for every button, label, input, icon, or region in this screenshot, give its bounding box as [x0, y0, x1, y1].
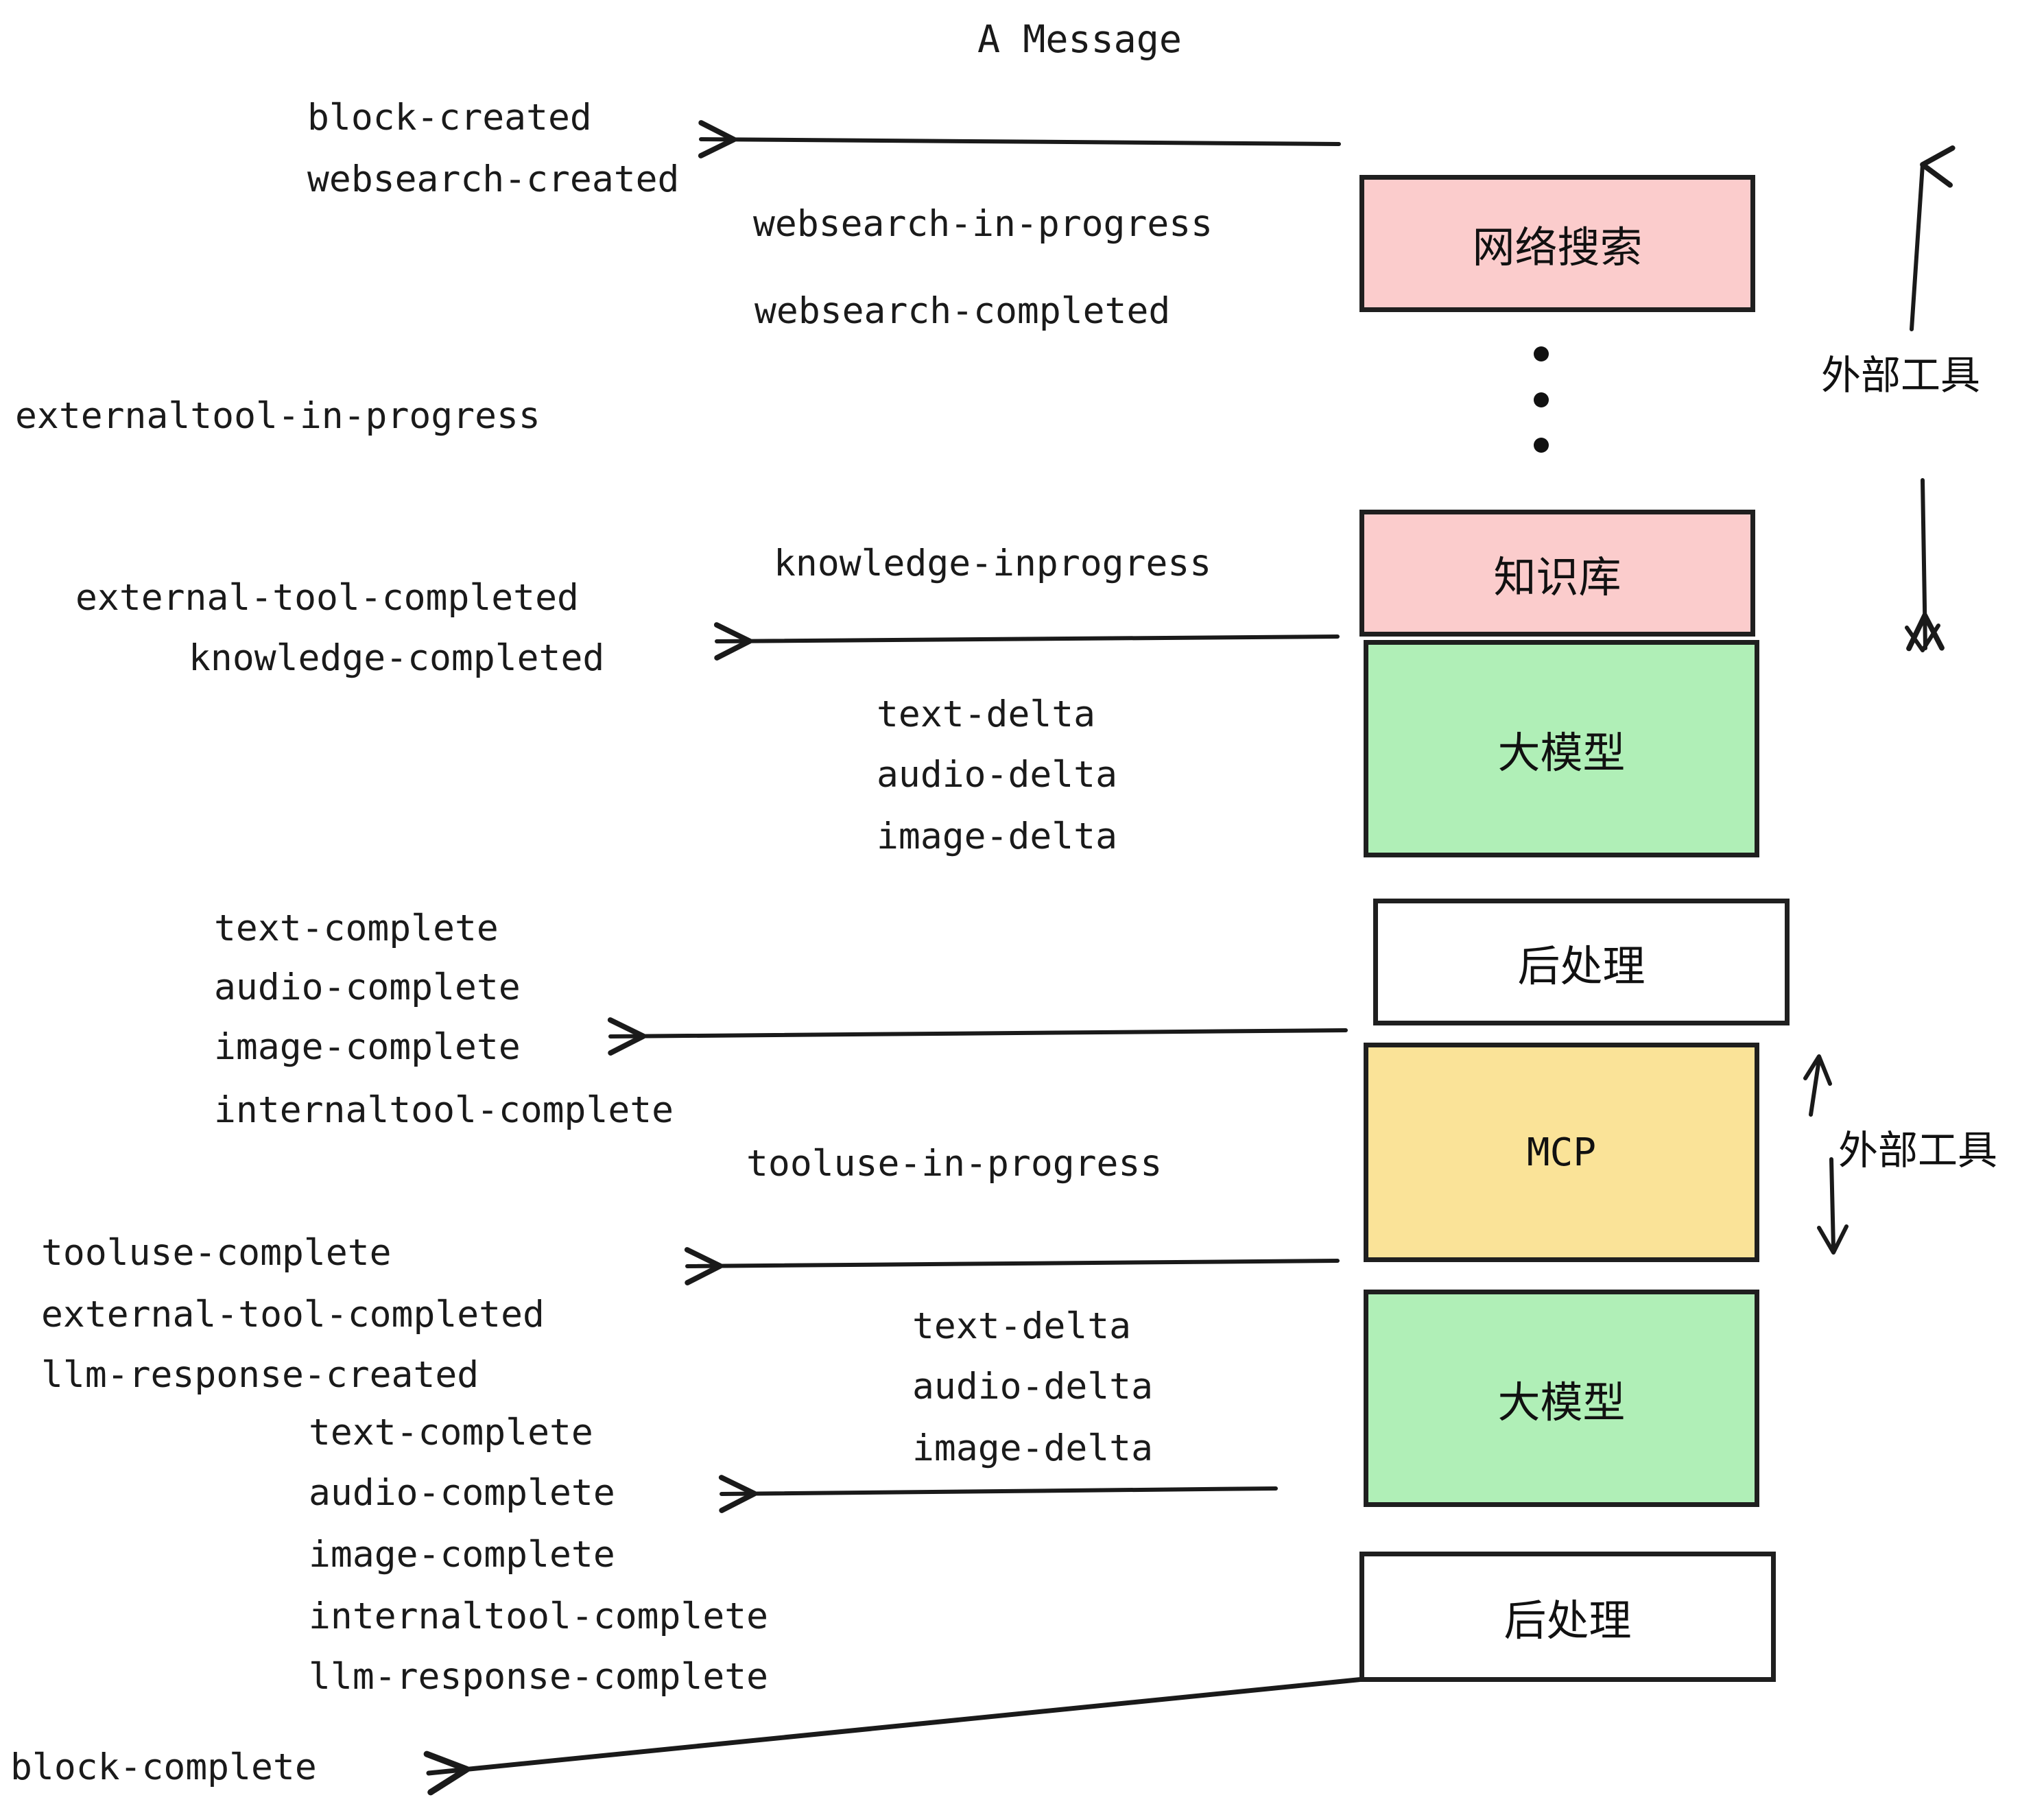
box-llm-top-label: 大模型 [1497, 727, 1626, 778]
event-llm-response-created: llm-response-created [41, 1354, 479, 1396]
event-image-complete-1: image-complete [214, 1026, 521, 1068]
event-image-complete-2: image-complete [309, 1534, 615, 1576]
event-tooluse-complete: tooluse-complete [41, 1232, 392, 1274]
box-postprocess-bottom-label: 后处理 [1504, 1595, 1632, 1646]
event-image-delta-2: image-delta [912, 1427, 1153, 1469]
event-block-created: block-created [307, 97, 592, 139]
event-text-complete-2: text-complete [309, 1412, 593, 1453]
arrow-mcp-to-tooluse-complete [684, 1247, 1340, 1285]
vertical-ellipsis [1533, 346, 1549, 453]
arrow-llm-to-audio-complete [718, 1475, 1278, 1513]
box-mcp-label: MCP [1526, 1130, 1597, 1175]
box-llm-top[interactable]: 大模型 [1364, 640, 1759, 857]
event-external-tool-completed-2: external-tool-completed [41, 1294, 545, 1336]
arrow-postprocess-to-image-complete [607, 1017, 1348, 1056]
event-audio-complete-2: audio-complete [309, 1472, 615, 1514]
box-postprocess-top[interactable]: 后处理 [1373, 899, 1790, 1025]
event-audio-delta-2: audio-delta [912, 1366, 1153, 1408]
box-postprocess-top-label: 后处理 [1517, 940, 1645, 991]
event-image-delta-1: image-delta [877, 816, 1117, 857]
bracket-external-tool-top [1905, 145, 1956, 652]
event-block-complete: block-complete [10, 1746, 317, 1788]
event-websearch-created: websearch-created [307, 158, 680, 200]
external-tool-label-bottom: 外部工具 [1838, 1127, 1998, 1174]
event-tooluse-in-progress: tooluse-in-progress [746, 1143, 1163, 1185]
box-mcp[interactable]: MCP [1364, 1043, 1759, 1262]
arrow-websearch-to-block-created [698, 120, 1341, 158]
box-websearch-label: 网络搜索 [1472, 222, 1643, 272]
external-tool-label-top: 外部工具 [1821, 352, 1981, 399]
event-internaltool-complete-1: internaltool-complete [214, 1089, 674, 1131]
event-websearch-in-progress: websearch-in-progress [753, 203, 1213, 245]
event-llm-response-complete: llm-response-complete [309, 1656, 769, 1698]
box-knowledge[interactable]: 知识库 [1359, 510, 1755, 637]
event-text-delta-1: text-delta [877, 693, 1096, 735]
event-audio-delta-1: audio-delta [877, 754, 1117, 796]
box-websearch[interactable]: 网络搜索 [1359, 175, 1755, 312]
box-llm-bottom-label: 大模型 [1497, 1377, 1626, 1427]
event-audio-complete-1: audio-complete [214, 966, 521, 1008]
event-websearch-completed: websearch-completed [754, 290, 1171, 332]
box-llm-bottom[interactable]: 大模型 [1364, 1290, 1759, 1507]
event-externaltool-in-progress: externaltool-in-progress [15, 395, 540, 437]
event-knowledge-inprogress: knowledge-inprogress [774, 543, 1212, 584]
arrow-knowledge-to-knowledge-completed [713, 622, 1340, 661]
event-knowledge-completed: knowledge-completed [189, 637, 605, 679]
event-external-tool-completed-1: external-tool-completed [75, 577, 579, 619]
ellipsis-dot [1534, 438, 1549, 453]
event-text-delta-2: text-delta [912, 1305, 1132, 1347]
ellipsis-dot [1534, 346, 1549, 361]
event-text-complete-1: text-complete [214, 907, 499, 949]
box-postprocess-bottom[interactable]: 后处理 [1359, 1552, 1776, 1682]
ellipsis-dot [1534, 392, 1549, 407]
box-knowledge-label: 知识库 [1493, 551, 1621, 602]
event-internaltool-complete-2: internaltool-complete [309, 1595, 769, 1637]
page-title: A Message [977, 17, 1183, 61]
